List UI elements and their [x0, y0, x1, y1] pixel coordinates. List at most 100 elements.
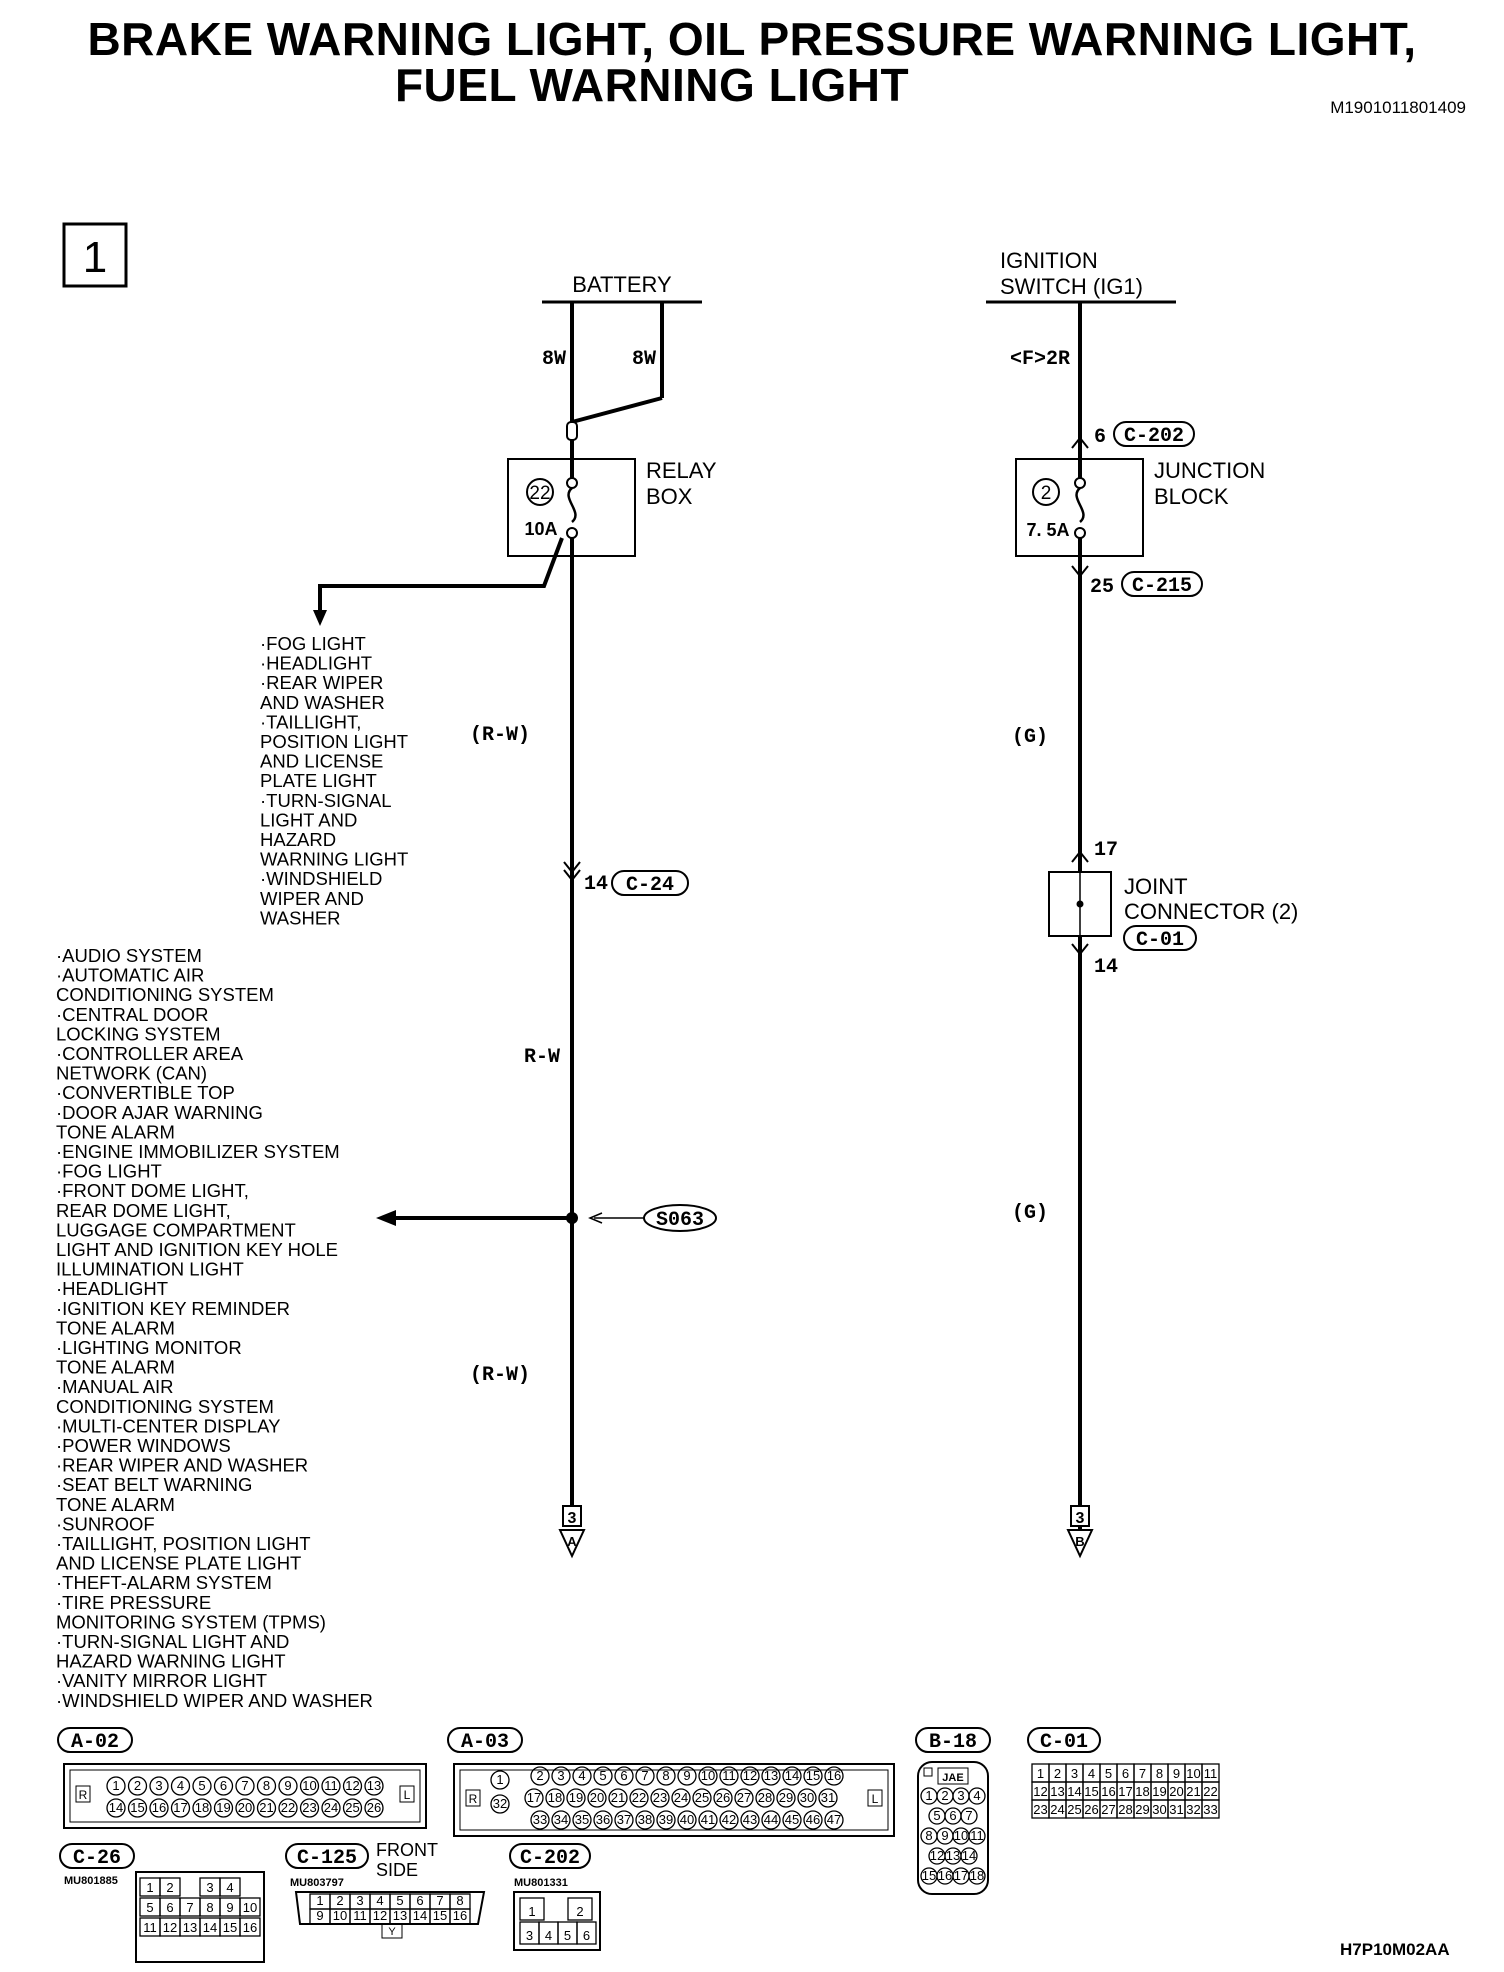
pin-number: 8	[1156, 1766, 1163, 1781]
pin-circle	[149, 1798, 169, 1818]
destination-list-item: ·FOG LIGHT	[260, 633, 366, 654]
connector-pin-number: 6	[1094, 426, 1106, 449]
fuse-element	[1075, 487, 1085, 523]
pin-number: 39	[659, 1812, 673, 1827]
pin-number: 29	[779, 1790, 793, 1805]
pin-number: 9	[316, 1908, 323, 1923]
connector-b18-outline	[917, 1761, 989, 1895]
destination-list-item: TONE ALARM	[56, 1317, 175, 1338]
connector-c24-label: C-24	[626, 874, 674, 897]
pin-number: 6	[1122, 1766, 1129, 1781]
destination-list-item: ·VANITY MIRROR LIGHT	[56, 1670, 267, 1691]
pin-cell	[567, 1897, 593, 1921]
pin-number: 12	[163, 1920, 177, 1935]
pin-number: 8	[925, 1828, 932, 1843]
pin-number: 5	[599, 1768, 606, 1783]
destination-list-item: AND WASHER	[260, 692, 385, 713]
pin-circle	[587, 1788, 607, 1808]
fuse-branch-wire	[318, 537, 564, 612]
pin-number: 3	[557, 1768, 564, 1783]
pin-circle	[803, 1810, 823, 1830]
pin-circle	[213, 1776, 234, 1796]
fuse-rating: 10A	[524, 519, 557, 539]
pin-circle	[364, 1776, 384, 1796]
pin-number: 22	[632, 1790, 646, 1805]
pin-circle	[235, 1776, 255, 1796]
pin-circle	[713, 1788, 733, 1808]
connector-c202-face-label: C-202	[520, 1847, 580, 1870]
connector-c26-label: C-26	[73, 1847, 121, 1870]
pin-number: 31	[821, 1790, 835, 1805]
destination-list-item: REAR DOME LIGHT,	[56, 1200, 231, 1221]
pin-cell	[449, 1908, 471, 1925]
pin-circle	[192, 1776, 212, 1796]
destination-list-item: ·HEADLIGHT	[260, 653, 372, 674]
destination-list-item: ·WINDSHIELD	[260, 868, 382, 889]
pin-number: 23	[1033, 1802, 1047, 1817]
pin-number: 29	[1135, 1802, 1149, 1817]
pin-number: 17	[1118, 1784, 1132, 1799]
pin-number: 3	[526, 1928, 533, 1943]
pin-number: 13	[946, 1848, 960, 1863]
pin-number: 3	[155, 1778, 162, 1793]
pin-circle	[698, 1810, 718, 1830]
destination-list-item: CONDITIONING SYSTEM	[56, 984, 274, 1005]
pin-number: 3	[206, 1880, 213, 1895]
page-number-box	[62, 222, 128, 288]
pin-circle	[960, 1807, 978, 1825]
connector-a02-face	[69, 1769, 421, 1823]
connector-c202-badge	[1113, 421, 1195, 447]
connector-c202-outline	[513, 1891, 601, 1951]
connector-side-label: L	[872, 1792, 879, 1806]
connector-c125-outline	[294, 1891, 486, 1925]
destination-list-item: LIGHT AND IGNITION KEY HOLE	[56, 1239, 338, 1260]
destination-list-item: CONDITIONING SYSTEM	[56, 1396, 274, 1417]
pin-circle	[968, 1867, 986, 1885]
ignition-switch-label: SWITCH (IG1)	[1000, 274, 1143, 299]
pin-number: 6	[220, 1778, 227, 1793]
connector-pin-mark	[1071, 436, 1089, 449]
destination-list-item: ·TURN-SIGNAL LIGHT AND	[56, 1631, 289, 1652]
connector-a03-outline	[453, 1763, 895, 1837]
pin-number: 13	[367, 1778, 381, 1793]
pin-number: 25	[345, 1800, 359, 1815]
pin-number: 1	[146, 1880, 153, 1895]
connector-b18-badge	[915, 1727, 991, 1753]
pin-circle	[797, 1788, 817, 1808]
pin-circle	[635, 1766, 655, 1786]
pin-circle	[127, 1798, 148, 1818]
connector-side-label: L	[404, 1788, 411, 1802]
continuation-page-box	[1070, 1505, 1090, 1527]
pin-number: 14	[785, 1768, 799, 1783]
pin-circle	[106, 1798, 126, 1818]
connector-side-mark	[867, 1789, 883, 1807]
destination-list-item: ·IGNITION KEY REMINDER	[56, 1298, 290, 1319]
wire-size-label: 8W	[632, 348, 656, 371]
destination-list-item: ·MULTI-CENTER DISPLAY	[56, 1415, 280, 1436]
pin-circle	[106, 1776, 126, 1796]
pin-number: 45	[785, 1812, 799, 1827]
pin-circle	[149, 1776, 169, 1796]
connector-c01-face-badge	[1027, 1727, 1101, 1753]
connector-maker-label: JAE	[942, 1772, 963, 1784]
pin-number: 1	[1037, 1766, 1044, 1781]
pin-number: 5	[933, 1808, 940, 1823]
pin-number: 43	[743, 1812, 757, 1827]
pin-number: 9	[683, 1768, 690, 1783]
pin-number: 12	[743, 1768, 757, 1783]
connector-side-note: SIDE	[376, 1860, 418, 1880]
pin-circle	[342, 1798, 363, 1818]
pin-circle	[490, 1794, 510, 1814]
destination-list-item: WARNING LIGHT	[260, 849, 408, 870]
pin-number: 6	[949, 1808, 956, 1823]
pin-number: 7	[1139, 1766, 1146, 1781]
continuation-arrow-icon	[1066, 1529, 1094, 1559]
connector-a03-face	[459, 1769, 889, 1831]
pin-number: 11	[722, 1768, 736, 1783]
pin-number: 27	[1101, 1802, 1115, 1817]
connector-c24-badge	[611, 870, 689, 896]
pin-number: 20	[238, 1800, 252, 1815]
pin-cell	[239, 1897, 261, 1917]
pin-number: 15	[130, 1800, 144, 1815]
